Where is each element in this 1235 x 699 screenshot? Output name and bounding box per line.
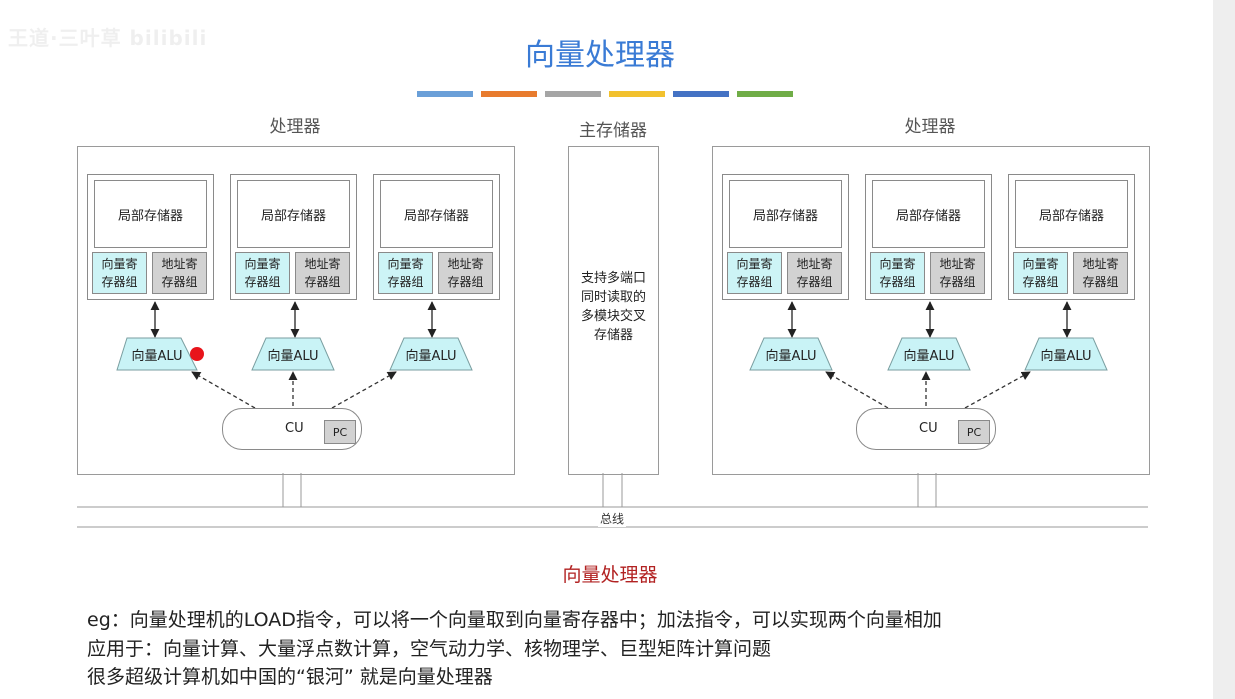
cu-alu-arrow — [825, 371, 889, 409]
color-bar-segment — [737, 91, 793, 97]
vector-register-group: 向量寄 存器组 — [870, 252, 925, 294]
processing-element: 局部存储器 向量寄 存器组 地址寄 存器组 — [230, 174, 357, 300]
address-register-group: 地址寄 存器组 — [1073, 252, 1128, 294]
local-memory: 局部存储器 — [237, 180, 350, 248]
main-memory-label: 主存储器 — [579, 121, 647, 141]
color-bar-segment — [545, 91, 601, 97]
vector-alu: 向量ALU — [1040, 348, 1092, 364]
processing-element: 局部存储器 向量寄 存器组 地址寄 存器组 — [722, 174, 849, 300]
text-line-3: 很多超级计算机如中国的“银河” 就是向量处理器 — [87, 666, 493, 688]
cu-alu-arrow — [964, 371, 1031, 409]
local-memory: 局部存储器 — [872, 180, 985, 248]
program-counter: PC — [958, 420, 990, 444]
color-bar-segment — [481, 91, 537, 97]
watermark: 王道·三叶草 bilibili — [8, 26, 208, 50]
processing-element: 局部存储器 向量寄 存器组 地址寄 存器组 — [865, 174, 992, 300]
local-memory: 局部存储器 — [729, 180, 842, 248]
processing-element: 局部存储器 向量寄 存器组 地址寄 存器组 — [1008, 174, 1135, 300]
cu-label: CU — [919, 421, 938, 436]
vector-register-group: 向量寄 存器组 — [235, 252, 290, 294]
local-memory: 局部存储器 — [94, 180, 207, 248]
color-bar-segment — [417, 91, 473, 97]
local-memory: 局部存储器 — [1015, 180, 1128, 248]
processor-label-right: 处理器 — [904, 117, 956, 137]
control-unit: CU PC — [856, 408, 996, 450]
vector-alu: 向量ALU — [903, 348, 955, 364]
alu-shape — [389, 337, 473, 371]
cu-label: CU — [285, 421, 304, 436]
alu-shape — [251, 337, 335, 371]
address-register-group: 地址寄 存器组 — [787, 252, 842, 294]
main-memory-box: 支持多端口 同时读取的 多模块交叉 存储器 — [568, 146, 659, 475]
vector-alu: 向量ALU — [765, 348, 817, 364]
page-title: 向量处理器 — [525, 38, 675, 73]
alu-shape — [116, 337, 198, 371]
local-memory: 局部存储器 — [380, 180, 493, 248]
cu-alu-arrow — [331, 371, 397, 409]
color-bar-segment — [673, 91, 729, 97]
program-counter: PC — [324, 420, 356, 444]
processor-label-left: 处理器 — [269, 117, 321, 137]
vector-register-group: 向量寄 存器组 — [727, 252, 782, 294]
main-memory-description: 支持多端口 同时读取的 多模块交叉 存储器 — [580, 271, 646, 343]
address-register-group: 地址寄 存器组 — [930, 252, 985, 294]
red-pointer-marker — [190, 347, 204, 361]
vector-alu: 向量ALU — [267, 348, 319, 364]
address-register-group: 地址寄 存器组 — [295, 252, 350, 294]
alu-shape — [1024, 337, 1108, 371]
processing-element: 局部存储器 向量寄 存器组 地址寄 存器组 — [373, 174, 500, 300]
processing-element: 局部存储器 向量寄 存器组 地址寄 存器组 — [87, 174, 214, 300]
address-register-group: 地址寄 存器组 — [152, 252, 207, 294]
alu-shape — [887, 337, 971, 371]
text-line-2: 应用于：向量计算、大量浮点数计算，空气动力学、核物理学、巨型矩阵计算问题 — [87, 638, 772, 660]
control-unit: CU PC — [222, 408, 362, 450]
vector-register-group: 向量寄 存器组 — [1013, 252, 1068, 294]
text-line-1: eg：向量处理机的LOAD指令，可以将一个向量取到向量寄存器中；加法指令，可以实… — [87, 609, 942, 631]
vector-alu: 向量ALU — [131, 348, 183, 364]
color-bar-segment — [609, 91, 665, 97]
vector-register-group: 向量寄 存器组 — [92, 252, 147, 294]
right-edge-strip — [1213, 0, 1235, 699]
vector-alu: 向量ALU — [405, 348, 457, 364]
figure-caption: 向量处理器 — [562, 564, 658, 586]
cu-alu-arrow — [191, 371, 256, 409]
vector-register-group: 向量寄 存器组 — [378, 252, 433, 294]
bus-label: 总线 — [598, 510, 627, 527]
address-register-group: 地址寄 存器组 — [438, 252, 493, 294]
alu-shape — [749, 337, 833, 371]
